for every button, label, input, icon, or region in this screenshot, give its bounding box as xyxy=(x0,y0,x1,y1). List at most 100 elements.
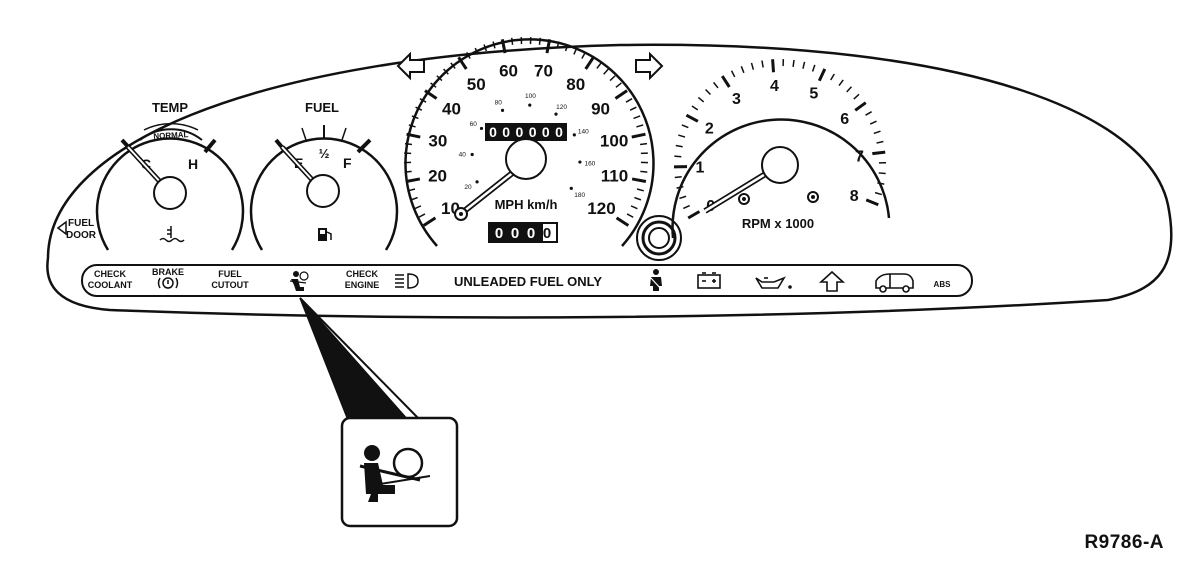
abs-label: ABS xyxy=(934,280,952,289)
speedometer-tick xyxy=(626,213,634,218)
speedometer-tick xyxy=(633,115,641,120)
upshift-arrow-icon xyxy=(818,270,846,292)
tachometer-tick xyxy=(761,60,764,68)
speedometer-tick xyxy=(404,142,413,146)
speedometer-mph-label: 30 xyxy=(428,132,447,151)
tachometer-label: 6 xyxy=(840,111,849,128)
speedometer-kmh-label: 80 xyxy=(495,99,503,106)
speedometer-tick xyxy=(410,196,418,201)
tachometer-label: 2 xyxy=(705,120,714,137)
speedometer-kmh-label: 100 xyxy=(525,93,536,100)
speedometer-tick xyxy=(474,47,479,55)
speedometer-ticks xyxy=(404,37,648,227)
tachometer-tick xyxy=(721,75,731,88)
odometer-digit: 0 xyxy=(555,124,563,140)
speedometer-mph-label: 40 xyxy=(442,100,461,119)
speedometer-mph-label: 60 xyxy=(499,62,518,81)
speedometer-mph-label: 90 xyxy=(591,100,610,119)
speedometer-kmh-dot xyxy=(475,180,479,184)
speedometer-tick xyxy=(492,41,496,49)
tachometer-tick xyxy=(872,150,886,156)
tachometer-label: 7 xyxy=(855,148,864,165)
speedometer-tick xyxy=(603,68,609,75)
speedometer-tick xyxy=(636,188,644,192)
tachometer-tick xyxy=(854,101,867,112)
fuel-door-indicator: FUEL DOOR xyxy=(56,218,97,241)
fuel-cutout-line2: CUTOUT xyxy=(211,280,249,290)
speedometer-tick xyxy=(545,39,552,54)
speedometer-tick xyxy=(629,106,637,111)
high-beam-icon xyxy=(395,273,419,289)
tachometer-tick xyxy=(740,66,745,74)
speedometer-tick xyxy=(640,170,648,173)
tachometer-tick xyxy=(681,124,689,129)
speedometer-tick xyxy=(596,62,602,69)
odometer-digit: 0 xyxy=(489,124,497,140)
tachometer-tick xyxy=(802,61,806,69)
temp-gauge: TEMP NORMAL C H xyxy=(95,100,245,251)
temp-normal-label: NORMAL xyxy=(153,130,189,141)
speedometer-tick xyxy=(609,75,616,82)
tachometer-tick xyxy=(838,79,844,86)
speedometer-tick xyxy=(483,44,488,52)
speedometer-tick xyxy=(511,37,514,45)
speedometer-kmh-dot xyxy=(500,108,505,112)
left-arrow-icon xyxy=(396,51,425,81)
fuel-gauge-title: FUEL xyxy=(305,100,339,115)
right-arrow-icon xyxy=(635,51,664,81)
speedometer-kmh-dot xyxy=(569,186,573,191)
speedometer-tick xyxy=(630,205,638,210)
fuel-needle-hub xyxy=(306,174,340,208)
temp-gauge-face xyxy=(95,137,245,251)
speedometer-mph-label: 100 xyxy=(600,132,628,151)
speedometer-tick xyxy=(443,68,449,75)
speedometer-tick xyxy=(415,106,423,111)
speedometer-tick xyxy=(615,82,622,88)
speedometer-tick xyxy=(457,56,468,70)
speedometer-tick xyxy=(631,132,646,139)
speedometer-kmh-dot xyxy=(479,126,484,131)
speedometer-tick xyxy=(573,47,578,55)
temp-hot-label: H xyxy=(188,156,198,172)
tachometer-tick xyxy=(678,134,686,138)
speedometer-tick xyxy=(436,75,443,82)
speedometer-kmh-label: 180 xyxy=(574,192,585,199)
tachometer-tick xyxy=(771,59,776,73)
tachometer-tick xyxy=(830,73,835,81)
speedometer-mph-label: 120 xyxy=(587,199,615,218)
speedometer-kmh-label: 60 xyxy=(470,121,478,128)
tachometer-tick xyxy=(853,93,860,100)
speedometer-tick xyxy=(408,124,416,128)
warning-light-strip: CHECK COOLANT BRAKE FUEL CUTOUT CHECK EN… xyxy=(81,264,973,297)
tachometer-tick xyxy=(874,191,883,196)
tachometer-label: 1 xyxy=(696,159,705,176)
speedometer-mph-label: 20 xyxy=(428,167,447,186)
tachometer-unit-label: RPM x 1000 xyxy=(742,216,814,231)
tachometer-tick xyxy=(792,59,795,67)
speedometer-kmh-label: 140 xyxy=(578,128,589,135)
speedometer-kmh-label: 120 xyxy=(556,104,567,111)
speedometer-kmh-dot xyxy=(528,103,532,107)
fuel-full-label: F xyxy=(343,155,352,171)
trip-digit: 0 xyxy=(543,225,551,242)
tachometer-tick xyxy=(877,182,885,185)
left-triangle-icon xyxy=(56,220,67,236)
brake-label: BRAKE xyxy=(152,267,184,277)
speedometer-tick xyxy=(564,44,569,52)
speedometer-mph-label: 70 xyxy=(534,62,553,81)
speedometer-kmh-dot xyxy=(578,160,582,164)
speedometer-mph-label: 50 xyxy=(467,75,486,94)
tachometer: 012345678 RPM x 1000 xyxy=(671,59,891,239)
tachometer-tick xyxy=(878,172,886,175)
speedometer-tick xyxy=(404,170,412,173)
speedometer-tick xyxy=(538,37,541,45)
check-coolant-line1: CHECK xyxy=(94,269,127,279)
tachometer-tick xyxy=(730,70,736,78)
tachometer-tick xyxy=(687,210,701,220)
odometer-digit: 0 xyxy=(502,124,510,140)
speedometer-unit-label: MPH km/h xyxy=(495,197,558,212)
odometer-digit: 0 xyxy=(542,124,550,140)
